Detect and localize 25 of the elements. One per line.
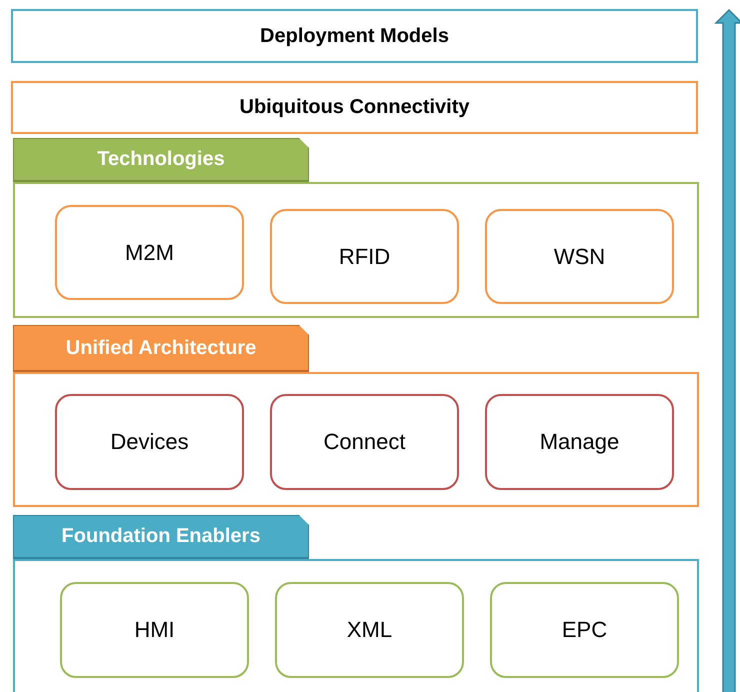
component-box — [55, 394, 244, 490]
component-label: EPC — [562, 617, 608, 643]
component-label: WSN — [554, 244, 606, 270]
component-label: XML — [346, 617, 392, 643]
component-label: Devices — [110, 429, 189, 455]
component-box — [485, 209, 674, 304]
layer-title: Deployment Models — [260, 24, 449, 48]
component-label: M2M — [125, 240, 174, 266]
component-label: HMI — [134, 617, 175, 643]
layer-band — [11, 9, 698, 63]
section-tab: Technologies — [13, 138, 309, 182]
component-label: RFID — [338, 244, 390, 270]
component-box — [60, 582, 249, 678]
layer-title: Ubiquitous Connectivity — [240, 96, 470, 119]
component-label: Manage — [540, 429, 620, 455]
component-box — [270, 394, 459, 490]
component-box — [270, 209, 459, 304]
section-tab: Foundation Enablers — [13, 515, 309, 559]
component-label: Connect — [324, 429, 406, 455]
component-box — [485, 394, 674, 490]
layer-band — [11, 81, 698, 134]
section-tab: Unified Architecture — [13, 325, 309, 372]
component-box — [55, 205, 244, 300]
component-box — [275, 582, 464, 678]
component-box — [490, 582, 679, 678]
